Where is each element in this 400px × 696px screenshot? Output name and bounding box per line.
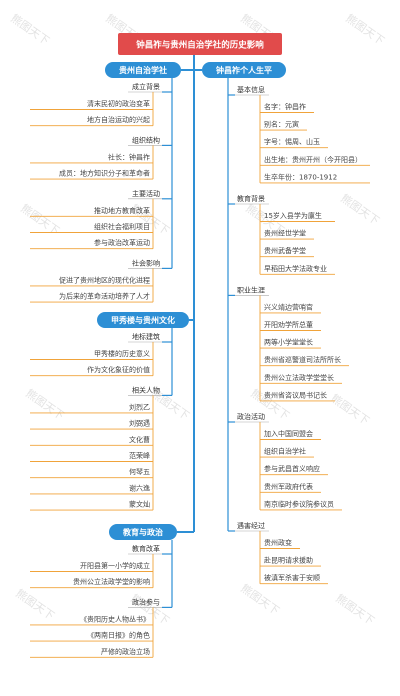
leaf-item: 贵州武备学堂 [264,246,306,255]
branch-node [97,312,189,328]
leaf-item: 组织社会福利项目 [94,222,150,231]
branch-label: 贵州自治学社 [119,65,167,75]
branch-node [105,62,181,78]
leaf-item: 加入中国同盟会 [264,429,313,438]
leaf-item: 参与政治改革运动 [94,238,150,247]
leaf-item: 范荣峰 [129,451,150,460]
leaf-item: 何琴五 [129,467,150,476]
branch-node [109,524,177,540]
leaf-item: 《两南日报》的角色 [87,631,150,640]
leaf-item: 开阳县第一小学的成立 [80,561,150,570]
category-label: 职业生涯 [237,285,265,294]
watermark-text: 熊图天下 [333,591,377,628]
leaf-item: 贵州公立法政学堂堂长 [264,373,334,382]
watermark-text: 熊图天下 [8,11,52,48]
leaf-item: 名字：钟昌祚 [264,102,306,111]
leaf-item: 参与武昌首义响应 [264,464,320,473]
branch-label: 钟昌祚个人生平 [216,65,272,75]
leaf-item: 贵州军政府代表 [264,482,313,491]
leaf-item: 刘烈乙 [129,402,150,411]
category-label: 遇害经过 [237,521,265,530]
leaf-item: 出生地：贵州开州（今开阳县） [264,155,362,164]
category-label: 成立背景 [132,82,160,91]
leaf-item: 成员：地方知识分子和革命者 [59,169,150,178]
leaf-item: 谢六逸 [129,483,150,492]
leaf-item: 被滇军杀害于安顺 [264,573,320,582]
connector-lines [30,55,370,658]
watermark-text: 熊图天下 [13,586,57,623]
leaf-item: 贵州省咨议局书记长 [264,390,327,399]
leaf-item: 贵州省巡警道司法所所长 [264,355,341,364]
leaf-item: 生卒年份：1870-1912 [264,172,337,181]
leaf-item: 兴义靖边营哨官 [264,302,313,311]
leaf-item: 15岁入县学为廪生 [264,211,322,220]
leaf-item: 贵州公立法政学堂的影响 [73,577,150,586]
leaf-item: 刘弼遇 [129,419,150,428]
leaf-item: 《贵阳历史人物丛书》 [80,614,150,623]
leaf-item: 贵州政变 [264,538,292,547]
category-label: 地标建筑 [132,332,160,341]
leaf-item: 蒙文灿 [129,500,150,509]
leaf-item: 甲秀楼的历史意义 [94,349,150,358]
leaf-item: 南京临时参议院参议员 [264,499,334,508]
category-label: 基本信息 [237,85,265,94]
category-label: 教育改革 [132,544,160,553]
category-label: 主要活动 [132,189,160,198]
category-label: 政治活动 [237,412,265,421]
leaf-item: 组织自治学社 [264,447,306,456]
leaf-item: 促进了贵州地区的现代化进程 [59,275,150,284]
leaf-item: 开阳劝学所总董 [264,320,313,329]
branch-label: 教育与政治 [122,527,163,537]
leaf-item: 严修的政治立场 [101,647,150,656]
title-text: 钟昌祚与贵州自治学社的历史影响 [136,40,264,51]
leaf-item: 赴昆明请求援助 [264,556,313,565]
watermark-text: 熊图天下 [328,391,372,428]
branch-node [202,62,286,78]
category-label: 教育背景 [237,194,265,203]
leaf-item: 地方自治运动的兴起 [87,115,150,124]
leaf-item: 为后来的革命活动培养了人才 [59,292,150,301]
category-label: 相关人物 [132,385,160,394]
title-box [118,33,282,55]
leaf-item: 社长：钟昌祚 [108,152,150,161]
leaf-item: 作为文化象征的价值 [87,365,150,374]
leaf-item: 早稻田大学法政专业 [264,264,327,273]
leaf-item: 两等小学堂堂长 [264,338,313,347]
watermark-text: 熊图天下 [23,386,67,423]
watermark-layer: 熊图天下熊图天下熊图天下熊图天下熊图天下熊图天下熊图天下熊图天下熊图天下熊图天下… [8,11,387,628]
leaf-item: 字号：惕周、山玉 [264,137,320,146]
branch-label: 甲秀楼与贵州文化 [111,315,175,325]
leaf-item: 文化曹 [129,435,150,444]
leaf-item: 贵州经世学堂 [264,229,306,238]
category-label: 社会影响 [132,258,160,267]
leaf-item: 清末民初的政治变革 [87,99,150,108]
nodes: 钟昌祚与贵州自治学社的历史影响贵州自治学社成立背景清末民初的政治变革地方自治运动… [59,33,362,656]
leaf-item: 别名：元寅 [264,120,299,129]
watermark-text: 熊图天下 [238,581,282,618]
category-label: 政治参与 [132,597,160,606]
leaf-item: 推动地方教育改革 [94,206,150,215]
watermark-text: 熊图天下 [338,191,382,228]
watermark-text: 熊图天下 [343,11,387,48]
category-label: 组织结构 [132,135,160,144]
